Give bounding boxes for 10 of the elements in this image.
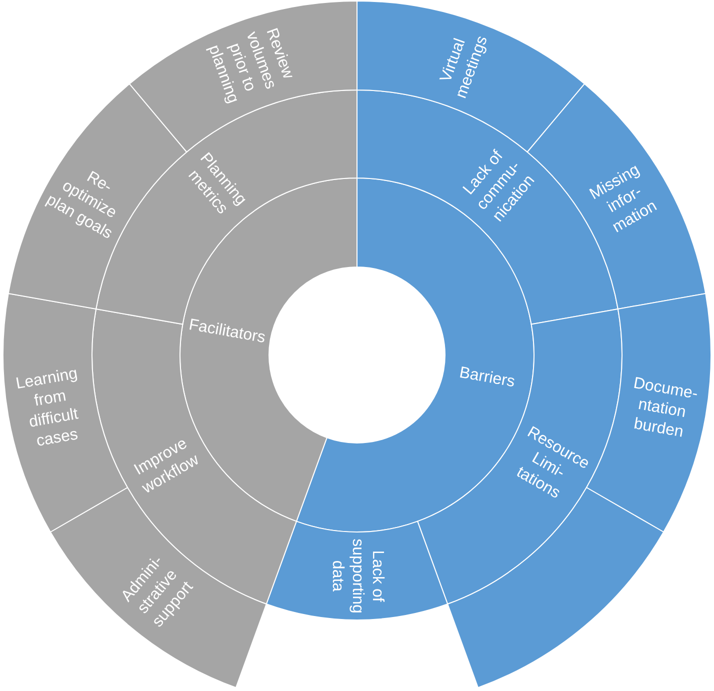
- sunburst-segment: [8, 83, 187, 309]
- sunburst-segment: [129, 1, 357, 152]
- segment-label: Barriers: [458, 363, 517, 393]
- segment-label: Lack of supporting data: [328, 538, 387, 615]
- segment-label: Facilitators: [186, 315, 266, 349]
- segment-label: Docume-ntation burden: [630, 374, 700, 443]
- sunburst-segment: [586, 293, 711, 532]
- sunburst-segment: [266, 521, 448, 620]
- sunburst-segment: [3, 293, 128, 533]
- segment-label: Learning from difficult cases: [14, 364, 81, 452]
